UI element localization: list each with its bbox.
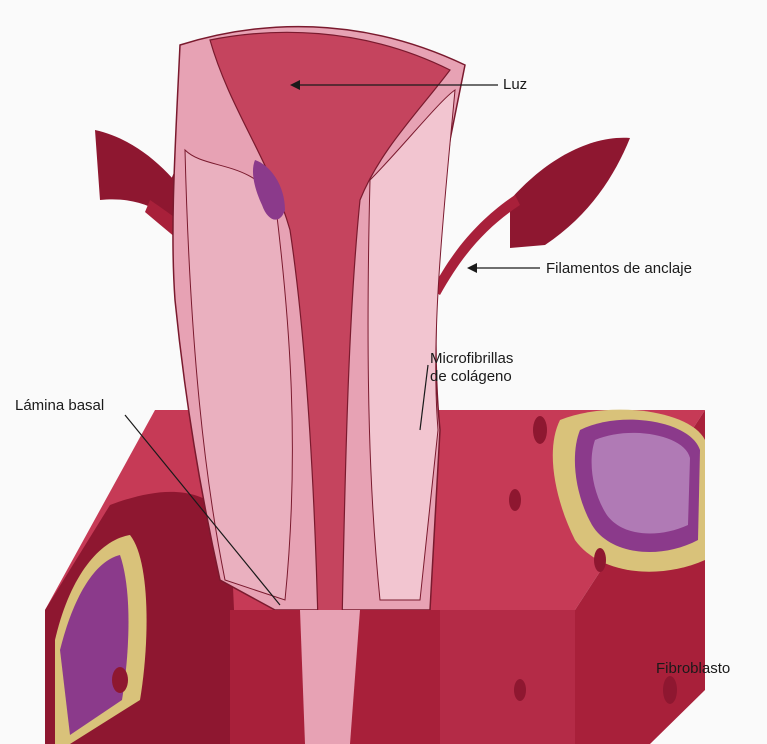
label-microfibrillas-line2: de colágeno (430, 368, 513, 386)
label-lamina-basal: Lámina basal (15, 397, 104, 415)
filamentos-arrowhead (467, 263, 477, 273)
label-luz: Luz (503, 76, 527, 94)
label-microfibrillas-de-colageno: Microfibrillas de colágeno (430, 350, 513, 386)
label-microfibrillas-line1: Microfibrillas (430, 350, 513, 368)
red-cell (514, 679, 526, 701)
label-filamentos-de-anclaje: Filamentos de anclaje (546, 260, 692, 278)
red-cell (594, 548, 606, 572)
red-cell (663, 676, 677, 704)
label-fibroblasto: Fibroblasto (656, 660, 730, 678)
red-cell (533, 416, 547, 444)
red-cell (509, 489, 521, 511)
red-cell (112, 667, 128, 693)
